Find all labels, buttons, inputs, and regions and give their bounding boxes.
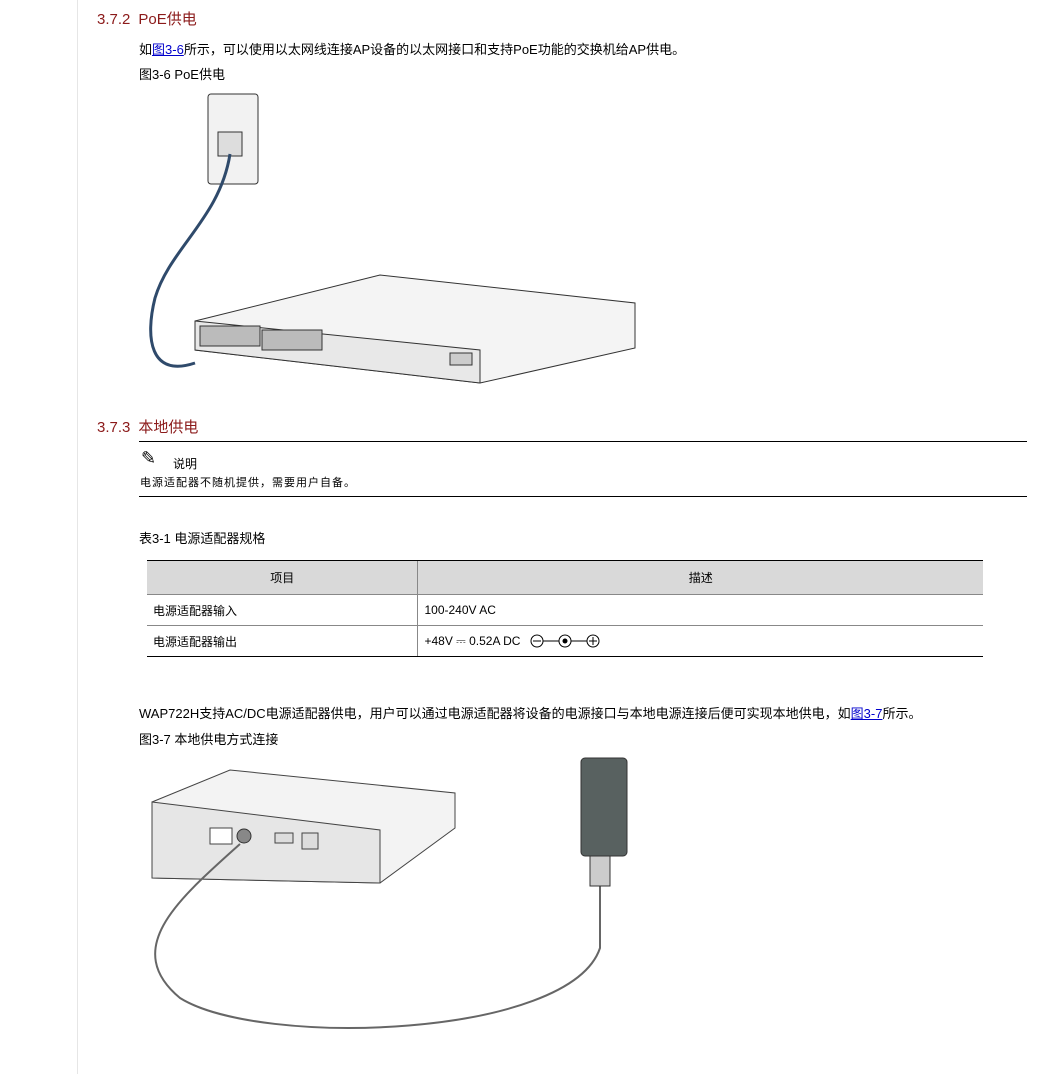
table-caption: 表3-1 电源适配器规格	[139, 531, 266, 546]
table-cell: 电源适配器输出	[147, 625, 418, 657]
note-box: ✎ 说明 电源适配器不随机提供，需要用户自备。	[139, 441, 1027, 497]
table-header: 项目	[147, 560, 418, 595]
local-power-paragraph: WAP722H支持AC/DC电源适配器供电，用户可以通过电源适配器将设备的电源接…	[139, 703, 921, 722]
text: 说明	[173, 457, 198, 471]
table-header: 描述	[417, 560, 983, 595]
text: 本地供电	[138, 419, 199, 436]
text: 电源适配器不随机提供，需要用户自备。	[140, 476, 356, 489]
table-cell: 电源适配器输入	[147, 594, 418, 626]
section-heading-poe: 3.7.2 PoE供电	[97, 8, 197, 29]
text: 所示，可以使用以太网线连接AP设备的以太网接口和支持PoE功能的交换机给AP供电…	[183, 42, 686, 57]
table-cell: +48V ⎓ 0.52A DC	[417, 625, 983, 657]
text: 3.7.3	[97, 419, 131, 436]
text: +48V ⎓ 0.52A DC	[424, 633, 521, 648]
table-row: 电源适配器输出 +48V ⎓ 0.52A DC	[147, 625, 983, 657]
local-power-figure	[151, 757, 628, 1029]
figure-3-6-link[interactable]: 图3-6	[152, 42, 184, 57]
table-cell: 100-240V AC	[417, 594, 983, 626]
poe-figure	[149, 93, 636, 384]
figure-caption-2: 图3-7 本地供电方式连接	[139, 732, 279, 747]
polarity-icon	[530, 634, 600, 648]
figure-caption: 图3-6 PoE供电	[139, 67, 225, 82]
text: WAP722H支持AC/DC电源适配器供电，用户可以通过电源适配器将设备的电源接…	[139, 706, 851, 721]
left-border	[77, 0, 78, 1074]
text: 3.7.2	[97, 11, 131, 28]
text: PoE供电	[138, 11, 197, 28]
figure-3-7-link[interactable]: 图3-7	[850, 706, 883, 721]
section-heading-local: 3.7.3 本地供电	[97, 416, 198, 437]
text: 如	[139, 42, 153, 57]
text: 所示。	[882, 706, 922, 721]
text: 项目描述	[147, 560, 983, 595]
poe-paragraph: 如图3-6所示，可以使用以太网线连接AP设备的以太网接口和支持PoE功能的交换机…	[139, 39, 685, 58]
pencil-note-icon: ✎	[141, 448, 157, 468]
